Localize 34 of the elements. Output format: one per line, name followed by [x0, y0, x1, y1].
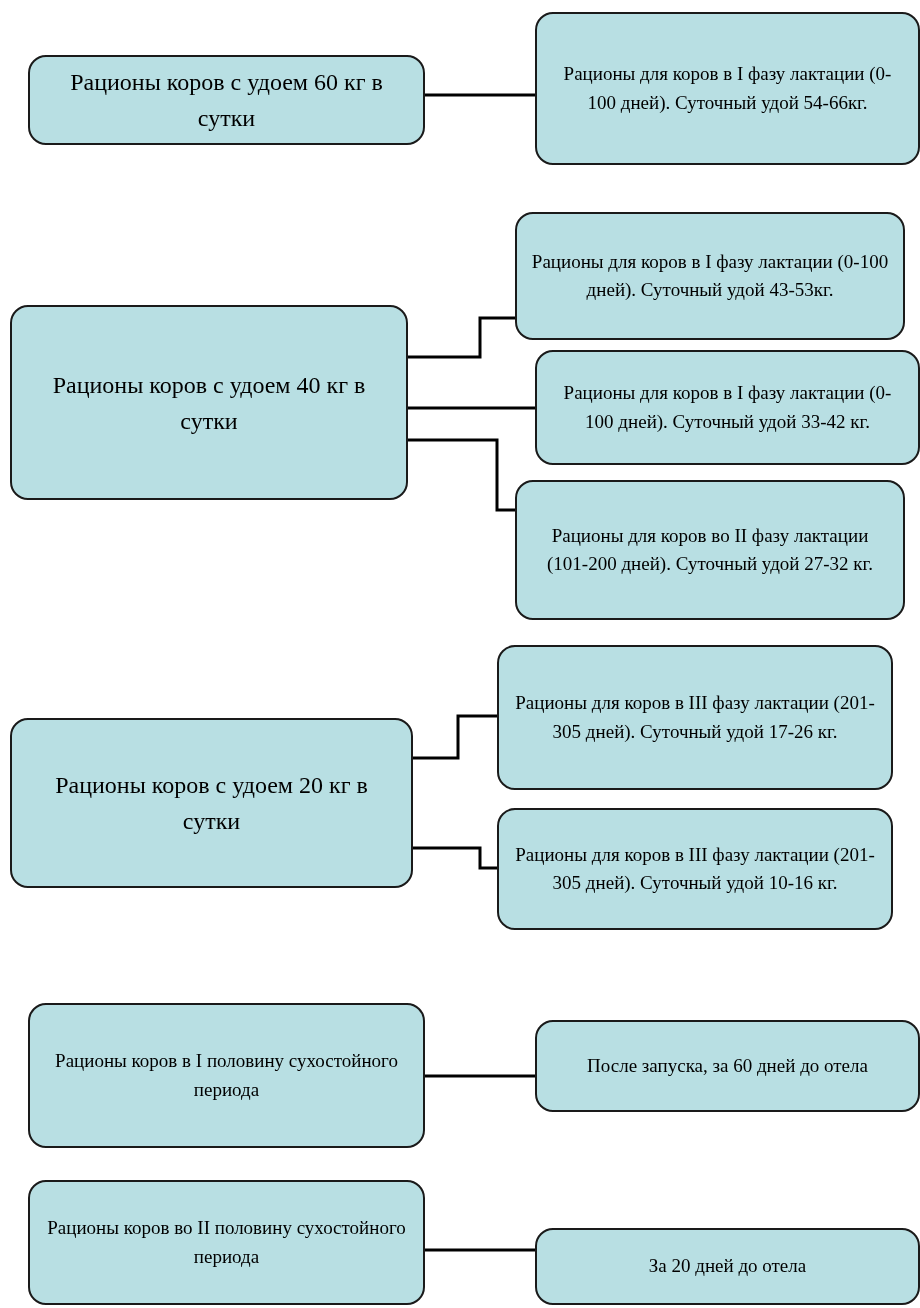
rounded-box: [10, 718, 413, 888]
box-text: За 20 дней до отела: [648, 1254, 807, 1279]
rounded-box: [28, 1003, 425, 1148]
box-text: Рационы для коров в III фазу лактации (201-305 дней). Суточный удой 17-26 кг.: [514, 691, 876, 744]
connector-line: [408, 316, 515, 359]
connector-line: [408, 438, 515, 512]
rounded-box: [535, 1228, 920, 1305]
box-text: Рационы для коров во II фазу лактации (101-200 дней). Суточный удой 27-32 кг.: [546, 523, 874, 576]
connector-line: [425, 1074, 535, 1078]
rounded-box: [535, 1020, 920, 1112]
box-text: После запуска, за 60 дней до отела: [587, 1053, 868, 1078]
rounded-box: [515, 212, 905, 340]
rounded-box: [515, 480, 905, 620]
connector-line: [425, 1248, 535, 1252]
rounded-box: [28, 1180, 425, 1305]
box-text: Рационы коров с удоем 40 кг в сутки: [51, 370, 367, 436]
box-text: Рационы коров в I половину сухостойного периода: [54, 1049, 399, 1102]
box-text: Рационы для коров в III фазу лактации (201-305 дней). Суточный удой 10-16 кг.: [514, 842, 876, 895]
connector-line: [413, 714, 497, 760]
rounded-box: [10, 305, 408, 500]
rounded-box: [497, 645, 893, 790]
box-text: Рационы коров с удоем 20 кг в сутки: [54, 771, 369, 836]
box-text: Рационы для коров в I фазу лактации (0-100 дней). Суточный удой 33-42 кг.: [562, 381, 893, 434]
box-text: Рационы для коров в I фазу лактации (0-100 дней). Суточный удой 54-66кг.: [562, 62, 893, 115]
rounded-box: [535, 350, 920, 465]
connector-line: [425, 93, 535, 97]
box-text: Рационы для коров в I фазу лактации (0-100 дней). Суточный удой 43-53кг.: [531, 249, 889, 302]
rounded-box: [28, 55, 425, 145]
rounded-box: [535, 12, 920, 165]
connector-line: [408, 406, 535, 410]
box-text: Рационы коров с удоем 60 кг в сутки: [69, 68, 384, 133]
rounded-box: [497, 808, 893, 930]
box-text: Рационы коров во II половину сухостойного периода: [46, 1216, 407, 1269]
connector-line: [413, 846, 497, 870]
